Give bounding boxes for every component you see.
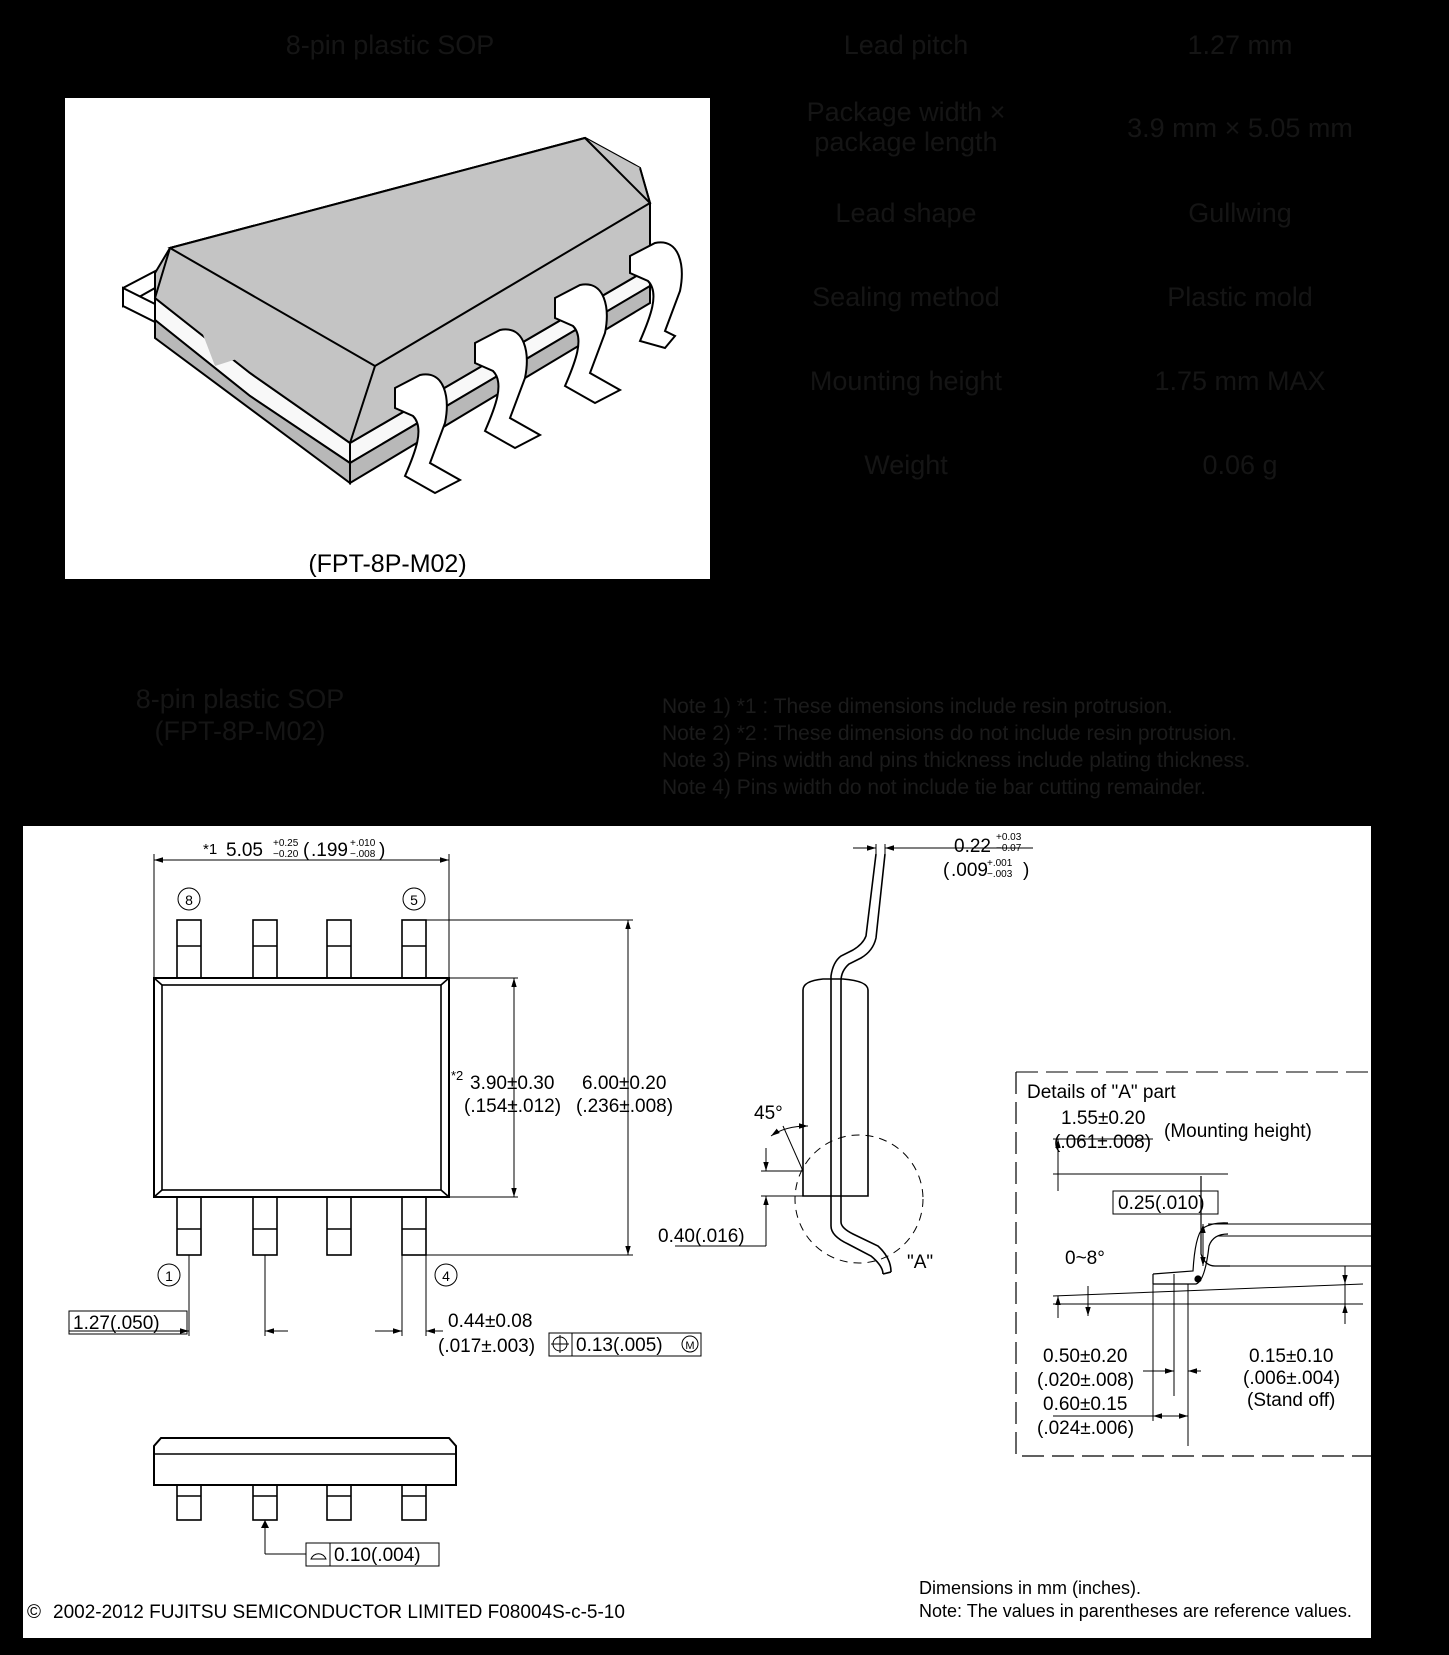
lead-thickness-mm-tol-minus: −0.07 [996,843,1022,854]
detail-a-view [1015,1071,1371,1457]
copyright-text: 2002-2012 FUJITSU SEMICONDUCTOR LIMITED … [53,1602,625,1623]
note-2: Note 2) *2 : These dimensions do not inc… [662,722,1238,745]
spec-label-lead-pitch: Lead pitch [843,30,969,60]
drawing-title-line1: 8-pin plastic SOP [135,684,345,714]
lead-thickness-mm-tol-plus: +0.03 [996,832,1022,843]
mounting-height-in: (.061±.008) [1054,1132,1151,1153]
package-name: 8-pin plastic SOP [285,30,495,60]
front-view [153,1437,457,1555]
mounting-height-label: (Mounting height) [1164,1121,1312,1142]
foot-length-b-mm: 0.60±0.15 [1043,1394,1127,1415]
body-width-in: (.154±.012) [464,1096,561,1117]
length-open-paren: ( [303,840,310,861]
lead-thickness-in: .009 [951,860,988,881]
pitch-box [68,1310,188,1335]
lead-angle-range: 0~8° [1065,1248,1105,1269]
lead-thickness-open-paren: ( [943,860,950,881]
length-in: .199 [311,840,348,861]
end-view [675,844,1033,1275]
body-width-prefix: *2 [451,1068,463,1083]
copyright-symbol: © [27,1602,41,1623]
position-tolerance-value: 0.13(.005) [576,1335,663,1356]
lead-width-mm: 0.44±0.08 [448,1311,532,1332]
foot-length-b-in: (.024±.006) [1037,1418,1134,1439]
standoff-label: (Stand off) [1247,1390,1335,1411]
sop8-package-illustration [122,136,683,495]
lead-thickness-close-paren: ) [1023,860,1029,881]
lead-thickness-mm: 0.22 [954,836,991,857]
body-width-mm: 3.90±0.30 [470,1073,554,1094]
length-mm: 5.05 [226,840,263,861]
gauge-value: 0.25(.010) [1118,1193,1205,1214]
spec-label-lead-shape: Lead shape [835,198,977,228]
pin-5-label: 5 [410,892,418,908]
chamfer-dimension: 0.40(.016) [658,1226,745,1247]
package-code-label: (FPT-8P-M02) [308,550,467,578]
spec-label-weight: Weight [864,450,948,480]
note-4: Note 4) Pins width do not include tie ba… [662,776,1206,799]
detail-a-callout: "A" [907,1252,933,1273]
spec-value-lead-pitch: 1.27 mm [1187,30,1293,60]
length-mm-tol-plus: +0.25 [273,838,299,849]
chamfer-angle: 45° [754,1103,783,1124]
units-note: Dimensions in mm (inches). [919,1578,1141,1598]
top-view [69,854,633,1336]
spec-value-lead-shape: Gullwing [1188,198,1292,228]
length-in-tol-minus: −.008 [350,849,376,860]
length-close-paren: ) [379,840,385,861]
foot-length-a-mm: 0.50±0.20 [1043,1346,1127,1367]
note-1: Note 1) *1 : These dimensions include re… [662,695,1173,718]
foot-length-a-in: (.020±.008) [1037,1370,1134,1391]
spec-value-sealing-method: Plastic mold [1167,282,1313,312]
pin-1-label: 1 [165,1268,173,1284]
position-tolerance-frame [548,1332,702,1357]
pin-4-label: 4 [442,1268,450,1284]
pitch-label: 1.27(.050) [73,1313,160,1334]
length-prefix: *1 [203,841,217,858]
dimension-drawing-panel: 8 5 1 4 *1 5.05 +0.25 −0.20 ( .199 +.010… [23,826,1371,1638]
spec-value-mounting-height: 1.75 mm MAX [1154,366,1326,396]
lead-thickness-in-tol-plus: +.001 [987,858,1013,869]
coplanarity-frame [305,1542,440,1567]
material-condition-symbol: M [685,1340,694,1352]
drawing-title-line2: (FPT-8P-M02) [154,716,326,746]
spec-label-sealing-method: Sealing method [812,282,1000,312]
pin-8-label: 8 [185,892,193,908]
lead-width-in: (.017±.003) [438,1336,535,1357]
reference-note: Note: The values in parentheses are refe… [919,1601,1352,1621]
standoff-mm: 0.15±0.10 [1249,1346,1333,1367]
standoff-in: (.006±.004) [1243,1368,1340,1389]
gauge-box [1112,1190,1219,1215]
total-width-in: (.236±.008) [576,1096,673,1117]
lead-thickness-in-tol-minus: −.003 [987,869,1013,880]
total-width-mm: 6.00±0.20 [582,1073,666,1094]
length-mm-tol-minus: −0.20 [273,849,299,860]
note-3: Note 3) Pins width and pins thickness in… [662,749,1251,772]
mounting-height-mm: 1.55±0.20 [1061,1108,1145,1129]
spec-label-package-size: Package width × package length [806,97,1006,157]
spec-label-mounting-height: Mounting height [809,366,1003,396]
spec-value-weight: 0.06 g [1202,450,1278,480]
package-outline-drawing: 8 5 1 4 *1 5.05 +0.25 −0.20 ( .199 +.010… [27,832,1371,1623]
detail-a-title: Details of "A" part [1027,1082,1176,1103]
coplanarity-value: 0.10(.004) [334,1545,421,1566]
package-illustration-panel: (FPT-8P-M02) [65,98,710,579]
length-in-tol-plus: +.010 [350,838,376,849]
spec-value-package-size: 3.9 mm × 5.05 mm [1127,113,1353,143]
